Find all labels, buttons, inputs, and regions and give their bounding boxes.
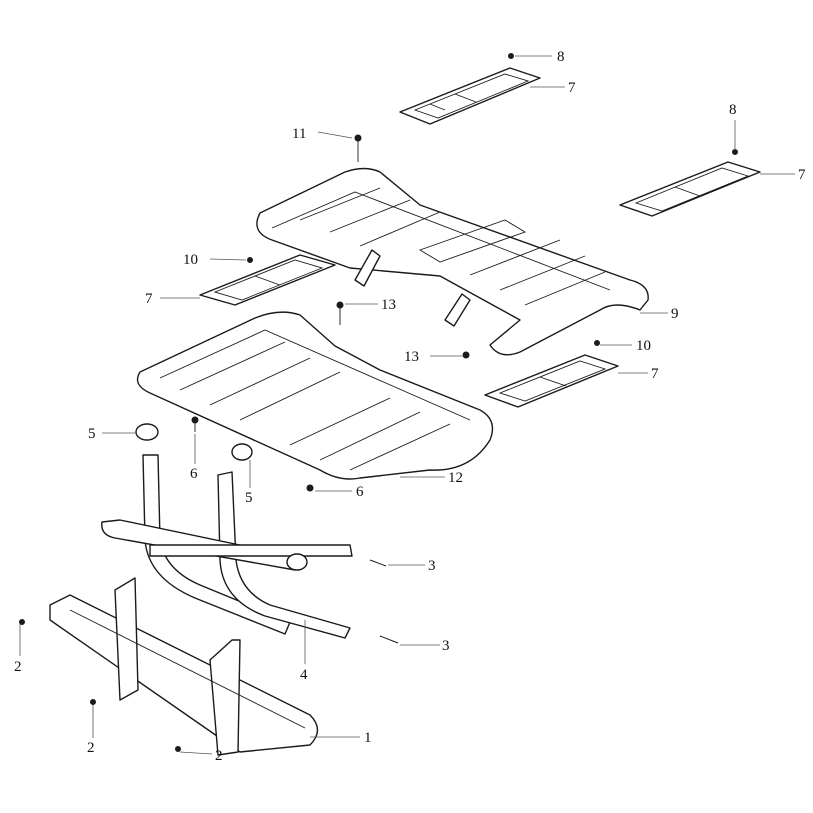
- fasteners: [19, 53, 738, 752]
- callout-12: 12: [448, 470, 463, 486]
- callout-7-left: 7: [145, 291, 153, 307]
- callout-8-top: 8: [557, 49, 565, 65]
- callout-7-right: 7: [798, 167, 806, 183]
- rear-rack-part-9: [256, 167, 649, 356]
- callout-3-upper: 3: [428, 558, 436, 574]
- screw-part-2-a: [19, 619, 25, 625]
- screw-part-2-c: [175, 746, 181, 752]
- callout-7-top: 7: [568, 80, 576, 96]
- callout-4: 4: [300, 667, 308, 683]
- cap-part-5-right: [231, 443, 253, 461]
- bolt-part-3-upper: [369, 559, 387, 567]
- bolt-part-13-lower: [462, 351, 470, 359]
- callout-2-a: 2: [14, 659, 22, 675]
- plate-part-7-lower: [484, 354, 619, 408]
- callout-10-right: 10: [636, 338, 651, 354]
- plate-part-7-top: [399, 67, 541, 125]
- screw-part-8-top: [508, 53, 514, 59]
- callout-3-lower: 3: [442, 638, 450, 654]
- callout-10-left: 10: [183, 252, 198, 268]
- plate-part-7-left: [199, 254, 336, 306]
- callout-13-lower: 13: [404, 349, 419, 365]
- screw-part-8-right: [732, 149, 738, 155]
- callout-6-lower: 6: [356, 484, 364, 500]
- bumper-part-1: [49, 577, 319, 756]
- callout-2-b: 2: [87, 740, 95, 756]
- front-rack-part-12: [136, 311, 494, 480]
- screw-part-2-b: [90, 699, 96, 705]
- leader-lines: [19, 55, 795, 755]
- callout-13-upper: 13: [381, 297, 396, 313]
- screw-part-10-left: [247, 257, 253, 263]
- callout-11: 11: [292, 126, 306, 142]
- callout-9: 9: [671, 306, 679, 322]
- plate-part-7-right: [619, 161, 761, 217]
- callout-labels: 8 7 8 7 11 10 7 13 13 10 7 9 5 6 5 6 12 …: [14, 49, 806, 764]
- cap-part-5-left: [135, 423, 159, 441]
- bolt-part-3-lower: [379, 635, 399, 644]
- bolt-part-6-lower: [306, 484, 314, 492]
- callout-5-right: 5: [245, 490, 253, 506]
- callout-2-c: 2: [215, 748, 223, 764]
- callout-1: 1: [364, 730, 372, 746]
- callout-5-left: 5: [88, 426, 96, 442]
- screw-part-10-right: [594, 340, 600, 346]
- callout-6-upper: 6: [190, 466, 198, 482]
- tube-frame-part-4: [101, 454, 353, 639]
- callout-7-lower: 7: [651, 366, 659, 382]
- callout-8-right: 8: [729, 102, 737, 118]
